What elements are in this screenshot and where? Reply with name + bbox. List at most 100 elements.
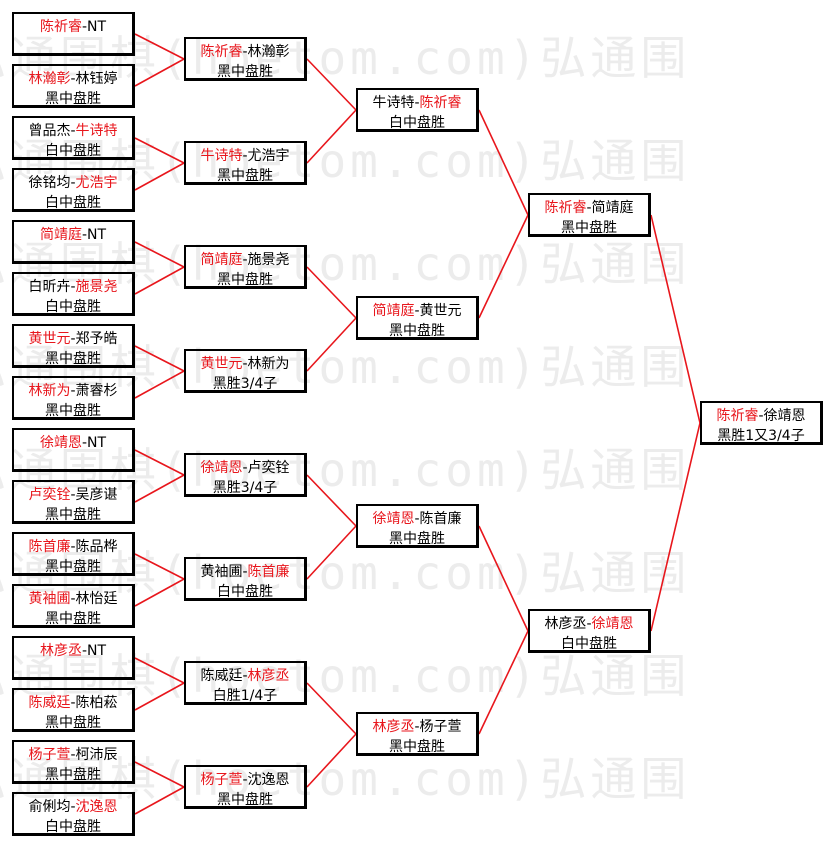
match-box: 徐铭均-尤浩宇白中盘胜 (12, 168, 135, 212)
player-name: 简靖庭 (372, 303, 415, 319)
player-name: 杨子萱 (28, 747, 71, 763)
player-name: 陈首廉 (247, 564, 290, 580)
match-result: 黑中盘胜 (217, 792, 273, 808)
player-name: 白昕卉 (28, 279, 71, 295)
bracket-connector (134, 553, 185, 580)
match-players: 简靖庭-NT (14, 225, 132, 245)
match-players: 卢奕铨-吴彦谌 (14, 485, 132, 505)
player-name: 俞俐均 (28, 799, 71, 815)
vs-separator: - (70, 123, 76, 139)
vs-separator: - (414, 303, 420, 319)
match-players: 徐靖恩-陈首廉 (358, 509, 476, 529)
vs-separator: - (70, 175, 76, 191)
match-result: 黑胜3/4子 (212, 480, 278, 496)
match-box: 陈祈睿-林瀚彰黑中盘胜 (184, 37, 307, 81)
match-box: 林彦丞-杨子萱黑中盘胜 (356, 712, 479, 756)
match-players: 牛诗特-尤浩宇 (186, 146, 304, 166)
player-name: 简靖庭 (39, 227, 82, 243)
vs-separator: - (242, 668, 248, 684)
match-result: 黑中盘胜 (45, 351, 101, 367)
player-name: 简靖庭 (200, 252, 243, 268)
bracket-connector (134, 786, 185, 815)
match-box: 徐靖恩-NT (12, 428, 135, 472)
match-result: 黑中盘胜 (45, 403, 101, 419)
player-name: 林彦丞 (544, 616, 587, 632)
match-players: 陈首廉-陈品桦 (14, 537, 132, 557)
player-name: 陈祈睿 (39, 19, 82, 35)
player-name: 林新为 (28, 383, 71, 399)
match-result: 黑中盘胜 (45, 715, 101, 731)
player-name: 杨子萱 (200, 772, 243, 788)
vs-separator: - (70, 383, 76, 399)
vs-separator: - (70, 279, 76, 295)
player-name: 牛诗特 (372, 95, 415, 111)
match-box: 曾品杰-牛诗特白中盘胜 (12, 116, 135, 160)
player-name: 牛诗特 (75, 123, 118, 139)
match-players: 杨子萱-柯沛辰 (14, 745, 132, 765)
match-players: 林彦丞-徐靖恩 (530, 614, 648, 634)
vs-separator: - (242, 772, 248, 788)
match-box: 陈首廉-陈品桦黑中盘胜 (12, 532, 135, 576)
match-result: 黑中盘胜 (389, 323, 445, 339)
vs-separator: - (586, 200, 592, 216)
player-name: 尤浩宇 (75, 175, 118, 191)
match-result: 黑中盘胜 (389, 739, 445, 755)
player-name: 陈祈睿 (716, 408, 759, 424)
player-name: 徐靖恩 (763, 408, 806, 424)
match-box: 黄袖圃-林怡廷黑中盘胜 (12, 584, 135, 628)
bracket-connector (134, 449, 185, 476)
match-result: 白中盘胜 (45, 299, 101, 315)
match-players: 陈威廷-陈柏菘 (14, 693, 132, 713)
player-name: 柯沛辰 (75, 747, 118, 763)
match-box: 陈威廷-陈柏菘黑中盘胜 (12, 688, 135, 732)
bracket-connector (650, 422, 701, 632)
match-box: 简靖庭-NT (12, 220, 135, 264)
bracket-connector (134, 657, 185, 684)
match-result: 黑胜1又3/4子 (717, 428, 805, 444)
match-box: 陈祈睿-NT (12, 12, 135, 56)
player-name: 徐铭均 (28, 175, 71, 191)
match-box: 陈威廷-林彦丞白胜1/4子 (184, 661, 307, 705)
match-result: 黑中盘胜 (45, 559, 101, 575)
player-name: 黄袖圃 (200, 564, 243, 580)
bracket-connector (134, 266, 185, 295)
match-result: 黑胜3/4子 (212, 376, 278, 392)
player-name: 陈品桦 (75, 539, 118, 555)
match-players: 林新为-萧睿杉 (14, 381, 132, 401)
player-name: 陈柏菘 (75, 695, 118, 711)
match-box: 俞俐均-沈逸恩白中盘胜 (12, 792, 135, 836)
player-name: 陈祈睿 (200, 44, 243, 60)
vs-separator: - (70, 695, 76, 711)
bracket-connector (134, 137, 185, 164)
match-box: 牛诗特-尤浩宇黑中盘胜 (184, 141, 307, 185)
bracket-connector (134, 370, 185, 399)
match-box: 卢奕铨-吴彦谌黑中盘胜 (12, 480, 135, 524)
vs-separator: - (81, 435, 88, 451)
bracket-connector (306, 109, 357, 164)
match-result: 黑中盘胜 (45, 611, 101, 627)
bracket-connector (306, 58, 357, 111)
match-result: 白中盘胜 (45, 819, 101, 835)
bracket-connector (306, 682, 357, 735)
match-players: 俞俐均-沈逸恩 (14, 797, 132, 817)
player-name: 林彦丞 (247, 668, 290, 684)
vs-separator: - (414, 95, 420, 111)
match-box: 徐靖恩-陈首廉黑中盘胜 (356, 504, 479, 548)
player-name: 卢奕铨 (28, 487, 71, 503)
match-box: 简靖庭-黄世元黑中盘胜 (356, 296, 479, 340)
player-name: 徐靖恩 (591, 616, 634, 632)
player-name: 牛诗特 (200, 148, 243, 164)
match-box: 林彦丞-NT (12, 636, 135, 680)
bracket-connector (478, 109, 529, 216)
player-name: 吴彦谌 (75, 487, 118, 503)
vs-separator: - (70, 799, 76, 815)
match-players: 黄世元-郑予皓 (14, 329, 132, 349)
match-players: 林彦丞-NT (14, 641, 132, 661)
match-players: 徐靖恩-NT (14, 433, 132, 453)
match-box: 杨子萱-柯沛辰黑中盘胜 (12, 740, 135, 784)
vs-separator: - (81, 19, 88, 35)
bracket-connector (134, 345, 185, 372)
match-players: 简靖庭-黄世元 (358, 301, 476, 321)
player-name: 林钰婷 (75, 71, 118, 87)
